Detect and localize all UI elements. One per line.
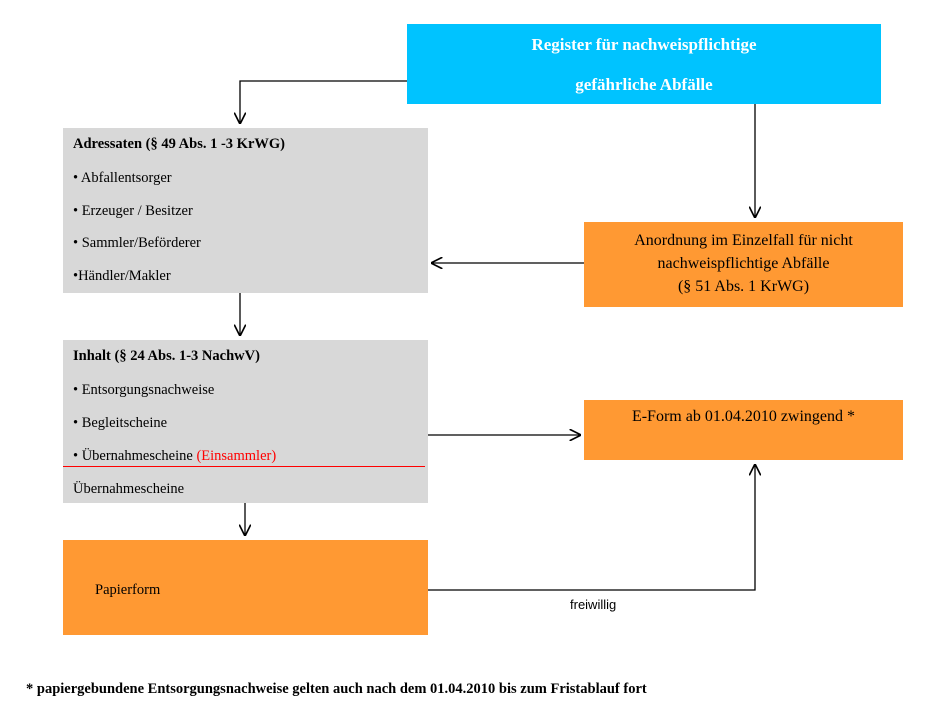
anordnung-line-1: Anordnung im Einzelfall für nicht [634,232,853,249]
edge-label-freiwillig: freiwillig [570,597,617,612]
adressaten-title: Adressaten (§ 49 Abs. 1 -3 KrWG) [73,136,285,152]
register-line-1: Register für nachweispflichtige [531,35,757,54]
inhalt-item: • Begleitscheine [73,415,168,431]
anordnung-line-3: (§ 51 Abs. 1 KrWG) [677,278,810,295]
register-box: Register für nachweispflichtige gefährli… [407,24,881,104]
adressaten-item: • Erzeuger / Besitzer [73,203,193,219]
eform-label: E-Form ab 01.04.2010 zwingend * [631,408,856,425]
inhalt-title: Inhalt (§ 24 Abs. 1-3 NachwV) [73,348,260,364]
adressaten-item: • Abfallentsorger [73,170,172,186]
red-underline [63,466,425,467]
papierform-label: Papierform [95,582,161,598]
papierform-box: Papierform [63,540,428,635]
inhalt-item-red-note: (Einsammler) [196,448,277,464]
register-line-2: gefährliche Abfälle [575,75,713,94]
arrow-papierform-to-eform [428,465,755,591]
inhalt-item: • Übernahmescheine (Einsammler) [73,448,276,465]
anordnung-box: Anordnung im Einzelfall für nicht nachwe… [584,222,903,307]
footnote: * papiergebundene Entsorgungsnachweise g… [26,681,647,697]
adressaten-box: Adressaten (§ 49 Abs. 1 -3 KrWG) • Abfal… [63,128,428,293]
adressaten-item: • Sammler/Beförderer [73,235,201,251]
adressaten-item: •Händler/Makler [73,268,171,284]
anordnung-line-2: nachweispflichtige Abfälle [657,255,830,272]
inhalt-extra: Übernahmescheine [73,481,185,497]
inhalt-item: • Entsorgungsnachweise [73,382,215,398]
eform-box: E-Form ab 01.04.2010 zwingend * [584,400,903,460]
inhalt-item-text: • Übernahmescheine [73,448,197,464]
arrow-register-to-adressaten [240,80,407,123]
inhalt-box: Inhalt (§ 24 Abs. 1-3 NachwV) • Entsorgu… [63,340,428,503]
